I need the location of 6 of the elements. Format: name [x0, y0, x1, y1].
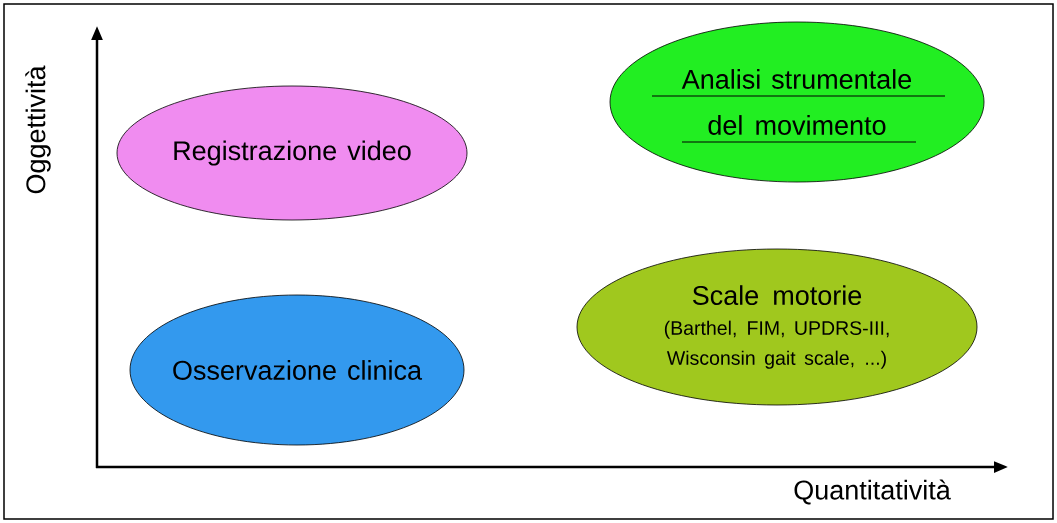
ellipse-node: Analisi strumentale del movimento — [609, 21, 985, 183]
axis-label: Oggettività — [25, 65, 51, 194]
axis-label: Quantitatività — [794, 479, 951, 505]
ellipse-node: Scale motorie (Barthel, FIM, UPDRS-III, Wisconsin gait scale, ...) — [576, 248, 978, 406]
ellipse-node: Osservazione clinica — [129, 294, 465, 446]
ellipse-node: Registrazione video — [116, 85, 468, 221]
